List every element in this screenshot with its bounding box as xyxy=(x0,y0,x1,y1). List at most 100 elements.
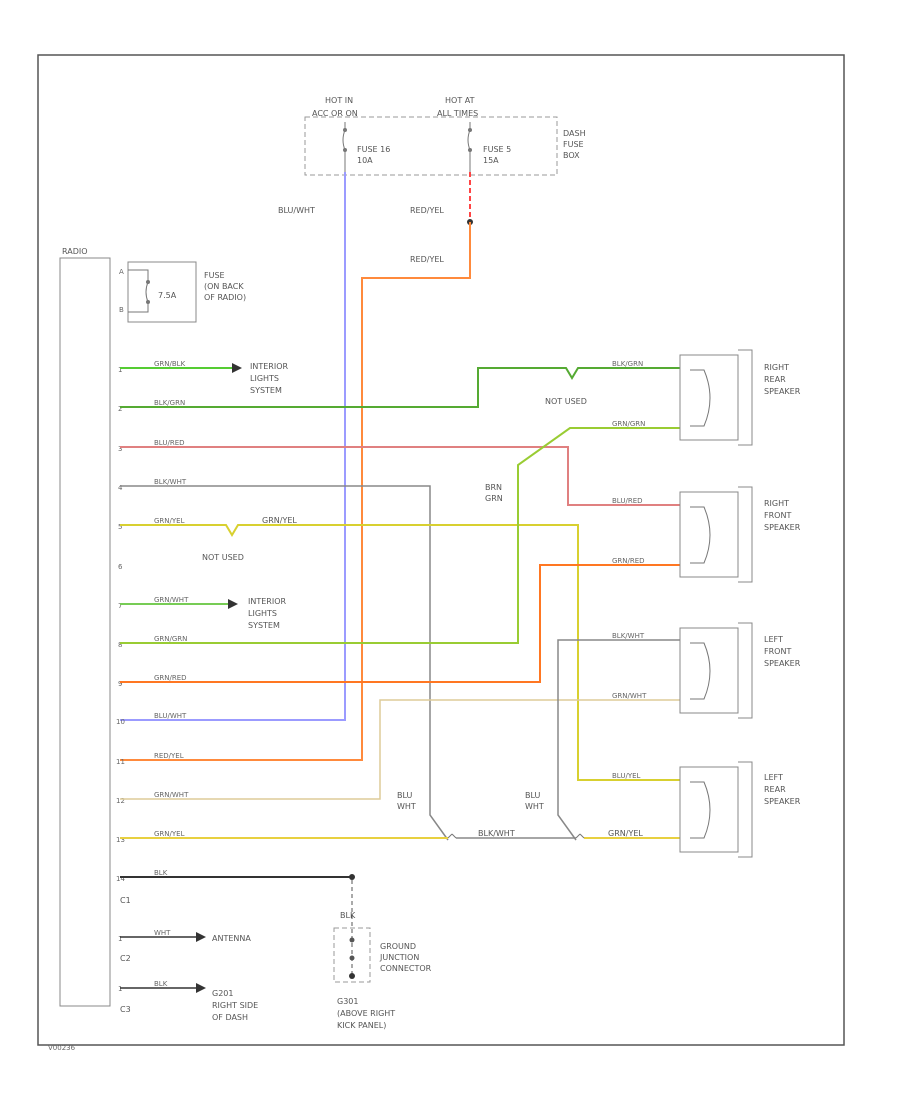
wire-label: GRN/YEL xyxy=(154,517,185,525)
interior-2-line3: SYSTEM xyxy=(248,621,280,630)
gjc-line2: JUNCTION xyxy=(379,953,419,962)
speaker-coil xyxy=(690,781,711,839)
blk-ground-label: BLK xyxy=(340,911,356,920)
blu-wht-top-label: BLU/WHT xyxy=(278,206,315,215)
connector-c1: C1 xyxy=(120,896,131,905)
speaker-label-line3: SPEAKER xyxy=(764,387,801,396)
grn-yel-bottom-label: GRN/YEL xyxy=(608,829,643,838)
wire-label: GRN/BLK xyxy=(154,360,186,368)
junction-left xyxy=(447,833,457,839)
speaker-label-line1: LEFT xyxy=(764,773,783,782)
hot-right-line1: HOT AT xyxy=(445,96,475,105)
pin-number: 4 xyxy=(118,484,123,492)
wire-pin8-grn-grn xyxy=(120,427,680,644)
speaker-label-line1: RIGHT xyxy=(764,499,789,508)
wire-pin3-blu-red xyxy=(120,446,680,506)
radio-body xyxy=(59,257,111,1007)
dash-fuse-box-line3: BOX xyxy=(563,151,580,160)
pin-number: 14 xyxy=(116,875,125,883)
gjc-terminal-3 xyxy=(349,973,355,979)
speaker-wire-b: GRN/WHT xyxy=(612,692,647,700)
speaker-box xyxy=(679,491,739,578)
speaker-left-front: BLK/WHT GRN/WHT LEFT FRONT SPEAKER xyxy=(612,622,801,719)
interior-1-line1: INTERIOR xyxy=(250,362,289,371)
g301-line3: KICK PANEL) xyxy=(337,1021,386,1030)
gjc-terminal-2 xyxy=(349,955,355,961)
ground-splice xyxy=(349,874,355,880)
radio-fuse-label-line1: FUSE xyxy=(204,271,225,280)
pin-number: 5 xyxy=(118,523,122,531)
interior-1-line2: LIGHTS xyxy=(250,374,279,383)
g201-line3: OF DASH xyxy=(212,1013,248,1022)
wire-label: BLU/WHT xyxy=(154,712,187,720)
wire-label: GRN/RED xyxy=(154,674,187,682)
speaker-box xyxy=(679,354,739,441)
fuse-box-outline xyxy=(304,116,558,176)
speaker-right-rear: BLK/GRN GRN/GRN RIGHT REAR SPEAKER xyxy=(612,349,801,446)
dash-fuse-box: HOT IN ACC OR ON HOT AT ALL TIMES FUSE 1… xyxy=(304,96,586,176)
speaker-right-front: BLU/RED GRN/RED RIGHT FRONT SPEAKER xyxy=(612,486,801,583)
radio-fuse-box xyxy=(127,261,197,323)
interior-2-line1: INTERIOR xyxy=(248,597,287,606)
brn-grn-line2: GRN xyxy=(485,494,503,503)
g201-line1: G201 xyxy=(212,989,233,998)
radio-fuse-pin-b: B xyxy=(119,306,124,314)
dash-fuse-box-line1: DASH xyxy=(563,129,586,138)
gjc-terminal-1 xyxy=(349,937,355,943)
wire-label: RED/YEL xyxy=(154,752,184,760)
fuse-5-terminal-top xyxy=(468,128,472,132)
g301-line1: G301 xyxy=(337,997,358,1006)
fuse-5-terminal-bottom xyxy=(468,148,472,152)
speaker-left-rear: BLU/YEL LEFT REAR SPEAKER xyxy=(612,761,801,858)
diagram-frame xyxy=(37,54,845,1046)
pin-number: 1 xyxy=(118,935,122,943)
red-yel-label-2: RED/YEL xyxy=(410,255,444,264)
wire-left-front-blk-wht xyxy=(557,639,680,841)
not-used-1: NOT USED xyxy=(545,397,587,406)
not-used-2: NOT USED xyxy=(202,553,244,562)
fuse-5-line2: 15A xyxy=(483,156,499,165)
dash-fuse-box-line2: FUSE xyxy=(563,140,584,149)
speaker-cone xyxy=(738,622,753,719)
pin-number: 2 xyxy=(118,405,122,413)
grn-yel-mid-label: GRN/YEL xyxy=(262,516,297,525)
interior-1-line3: SYSTEM xyxy=(250,386,282,395)
wire-pin12-grn-wht xyxy=(120,699,680,800)
arrow-g201 xyxy=(196,983,206,993)
hot-right-line2: ALL TIMES xyxy=(437,109,478,118)
pin-wire-labels: GRN/BLK BLK/GRN BLU/RED BLK/WHT GRN/YEL … xyxy=(154,360,189,988)
pin-number: 1 xyxy=(118,366,122,374)
radio-label: RADIO xyxy=(62,247,88,256)
wire-label: WHT xyxy=(154,929,171,937)
speaker-label-line3: SPEAKER xyxy=(764,659,801,668)
speaker-label-line1: LEFT xyxy=(764,635,783,644)
gjc-line3: CONNECTOR xyxy=(380,964,432,973)
blu-wht-2-line2: WHT xyxy=(525,802,544,811)
speaker-box xyxy=(679,766,739,853)
speaker-wire-a: BLU/RED xyxy=(612,497,643,505)
junction-right xyxy=(575,833,585,839)
arrow-interior-1 xyxy=(232,363,242,373)
blu-wht-feed-wire xyxy=(120,172,346,721)
wire-label: BLK/WHT xyxy=(154,478,187,486)
blu-wht-2-line1: BLU xyxy=(525,791,541,800)
speaker-label-line1: RIGHT xyxy=(764,363,789,372)
blu-wht-1-line1: BLU xyxy=(397,791,413,800)
hot-left-line2: ACC OR ON xyxy=(312,109,358,118)
wire-label: BLK xyxy=(154,980,168,988)
wire-pin9-grn-red xyxy=(120,564,680,683)
fuse-5-line1: FUSE 5 xyxy=(483,145,511,154)
radio-fuse-symbol xyxy=(128,269,149,313)
arrow-interior-2 xyxy=(228,599,238,609)
gjc-line1: GROUND xyxy=(380,942,416,951)
blk-wht-bottom-label: BLK/WHT xyxy=(478,829,515,838)
speaker-label-line2: FRONT xyxy=(764,647,791,656)
radio-unit: RADIO A B 7.5A FUSE (ON BACK OF RADIO) xyxy=(59,247,246,1007)
speaker-wire-a: BLK/WHT xyxy=(612,632,645,640)
pin-number: 1 xyxy=(118,985,122,993)
pin-number: 11 xyxy=(116,758,125,766)
radio-fuse-label-line2: (ON BACK xyxy=(204,282,244,291)
speaker-cone xyxy=(738,349,753,446)
arrow-antenna xyxy=(196,932,206,942)
